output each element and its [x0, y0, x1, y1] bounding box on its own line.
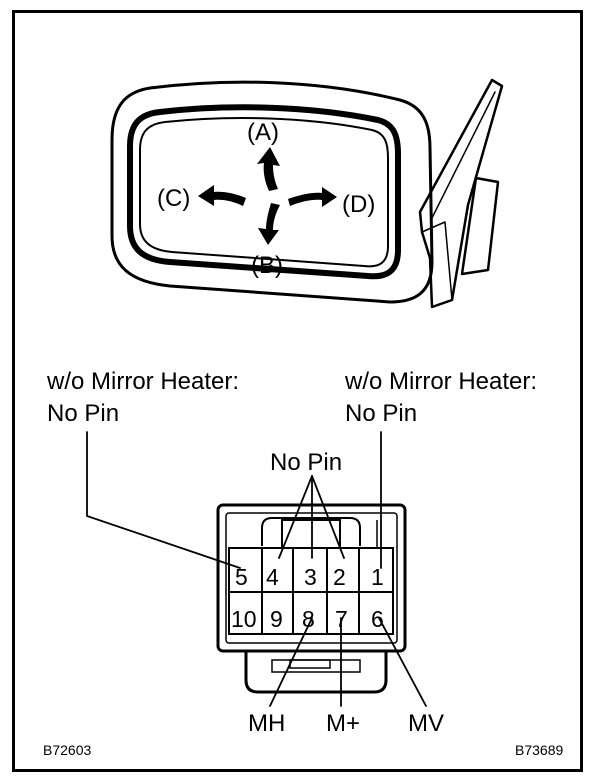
- connector-bottom-lug-inner: [271, 659, 361, 673]
- note-left-line2: No Pin: [47, 400, 119, 427]
- direction-label-c: (C): [157, 185, 190, 212]
- mirror-mount-arm-inner: [431, 91, 496, 219]
- pin-8: 8: [302, 606, 315, 632]
- mirror-mount-plate: [460, 176, 500, 276]
- leader-left-no-pin: [86, 431, 241, 569]
- mirror-glass-border: [127, 104, 401, 280]
- mirror-housing: [110, 80, 434, 304]
- arrow-left-icon: [198, 185, 246, 206]
- pin-9: 9: [270, 606, 283, 632]
- direction-label-b: (B): [251, 252, 283, 279]
- note-right-line2: No Pin: [345, 400, 417, 427]
- figure-code-right: B73689: [515, 742, 563, 758]
- pin-5: 5: [235, 564, 248, 590]
- terminal-label-mh: MH: [248, 710, 285, 737]
- note-right-line1: w/o Mirror Heater:: [344, 368, 537, 395]
- note-center: No Pin: [270, 449, 342, 476]
- leader-center-pin-2: [311, 475, 345, 559]
- direction-label-a: (A): [247, 119, 279, 146]
- direction-label-d: (D): [342, 191, 375, 218]
- arrow-up-icon: [257, 147, 280, 191]
- arrow-down-icon: [258, 203, 280, 245]
- figure-frame: [12, 10, 583, 772]
- leader-center-pin-4: [278, 475, 313, 559]
- connector-latch: [261, 517, 361, 546]
- mirror-mount-joint: [421, 221, 453, 301]
- leader-mv: [378, 617, 427, 707]
- pin-1: 1: [371, 564, 384, 590]
- adjust-arrows: [198, 147, 337, 245]
- pin-6: 6: [371, 606, 384, 632]
- pin-10: 10: [231, 606, 257, 632]
- connector: [216, 503, 407, 694]
- mirror-glass: [139, 117, 389, 268]
- figure-code-left: B72603: [43, 742, 91, 758]
- connector-bottom-lug: [244, 651, 388, 694]
- pin-2: 2: [333, 564, 346, 590]
- pin-4: 4: [266, 564, 279, 590]
- mirror-illustration: [110, 78, 504, 309]
- arrow-right-icon: [288, 187, 337, 207]
- terminal-label-mv: MV: [408, 710, 444, 737]
- terminal-label-mplus: M+: [326, 710, 360, 737]
- connector-key: [289, 659, 331, 669]
- leader-lines: [86, 431, 427, 707]
- note-left-line1: w/o Mirror Heater:: [46, 368, 239, 395]
- leader-mh: [269, 617, 313, 707]
- pin-3: 3: [304, 564, 317, 590]
